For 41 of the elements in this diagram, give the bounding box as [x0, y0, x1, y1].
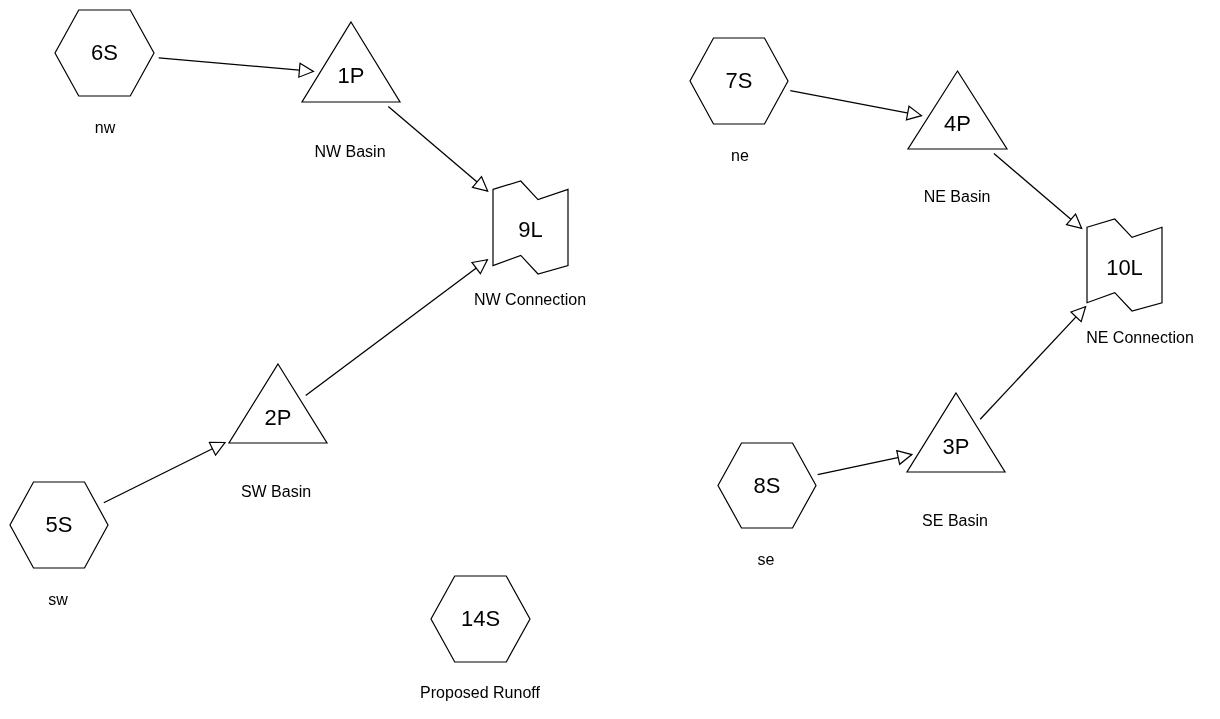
node-id: 4P — [943, 112, 972, 137]
arrow — [993, 152, 1083, 230]
hexagon-node — [718, 443, 816, 528]
node-caption: SE Basin — [922, 512, 988, 530]
node-id: 9L — [517, 218, 544, 243]
hexagon-node — [690, 38, 788, 124]
triangle-node — [229, 364, 327, 443]
link-node — [1087, 219, 1162, 311]
node-caption: sw — [48, 591, 68, 609]
arrow — [979, 305, 1087, 420]
node-id: 8S — [752, 473, 782, 498]
node-id: 14S — [459, 607, 502, 631]
node-caption: NW Connection — [474, 291, 586, 309]
node-id: 3P — [941, 434, 971, 459]
node-caption: nw — [94, 119, 116, 137]
node-caption: se — [757, 551, 775, 569]
arrow — [817, 450, 913, 476]
node-caption: NE Basin — [923, 188, 991, 206]
node-id: 5S — [44, 513, 74, 537]
node-caption: NE Connection — [1086, 329, 1194, 347]
node-caption: NW Basin — [314, 143, 386, 161]
link-node — [493, 181, 568, 274]
node-id: 2P — [263, 405, 293, 430]
hexagon-node — [431, 576, 530, 662]
triangle-node — [302, 22, 400, 102]
triangle-node — [907, 393, 1005, 472]
hexagon-node — [10, 482, 108, 568]
arrow — [789, 90, 923, 121]
hexagon-node — [55, 10, 154, 96]
node-caption: ne — [731, 147, 749, 165]
arrow — [158, 57, 314, 78]
node-caption: Proposed Runoff — [420, 684, 540, 702]
node-id: 1P — [336, 64, 366, 89]
node-id: 6S — [90, 41, 119, 65]
node-caption: SW Basin — [240, 483, 312, 501]
arrow — [305, 259, 489, 397]
arrow — [387, 105, 489, 192]
node-id: 10L — [1105, 255, 1144, 280]
triangle-node — [908, 71, 1007, 149]
arrow — [103, 441, 226, 504]
node-id: 7S — [724, 69, 754, 93]
